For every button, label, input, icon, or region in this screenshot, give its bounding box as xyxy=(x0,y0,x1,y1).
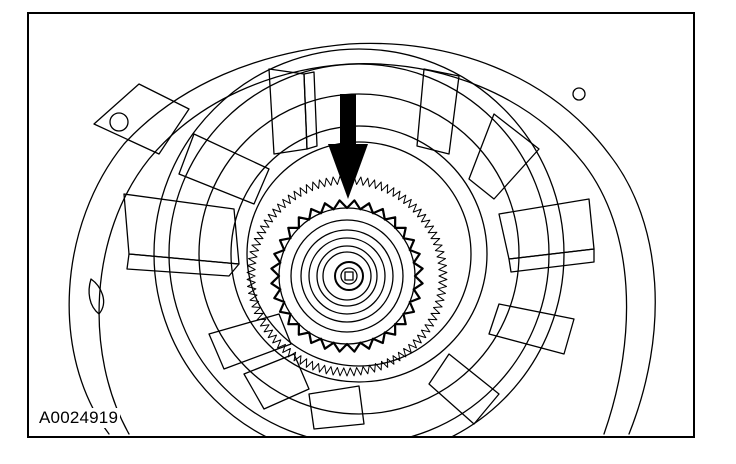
case-outer-contour-2 xyxy=(98,63,628,435)
case-ribs xyxy=(123,68,595,430)
figure-id-label: A0024919 xyxy=(37,408,121,428)
housing-ring-outer xyxy=(153,48,565,436)
callout-arrow xyxy=(328,94,368,199)
housing-ring-inner xyxy=(198,93,520,415)
drum-ring xyxy=(230,125,488,383)
hub-ring-1 xyxy=(290,219,404,333)
case-tab-left xyxy=(88,278,105,315)
case-bracket-left xyxy=(93,83,190,155)
bolt-hole-right xyxy=(572,87,586,101)
shaft-spline xyxy=(340,267,358,285)
hub-ring-2 xyxy=(300,229,394,323)
shaft-key xyxy=(344,271,354,281)
transmission-illustration xyxy=(68,42,656,436)
teethOuter-path xyxy=(246,175,448,377)
reaction-gear-ring xyxy=(246,175,448,377)
diagram-frame: A0024919 xyxy=(27,12,695,438)
hub-gear-teeth xyxy=(270,199,424,353)
case-outer-contour xyxy=(68,42,656,435)
hub-ring-3 xyxy=(308,237,386,315)
teethInner-path xyxy=(270,199,424,353)
shaft xyxy=(334,261,364,291)
hub-ring-5 xyxy=(322,251,372,301)
hub-ring-4 xyxy=(316,245,378,307)
bolt-hole-left xyxy=(109,112,129,132)
drum-ring-inner xyxy=(246,141,472,367)
